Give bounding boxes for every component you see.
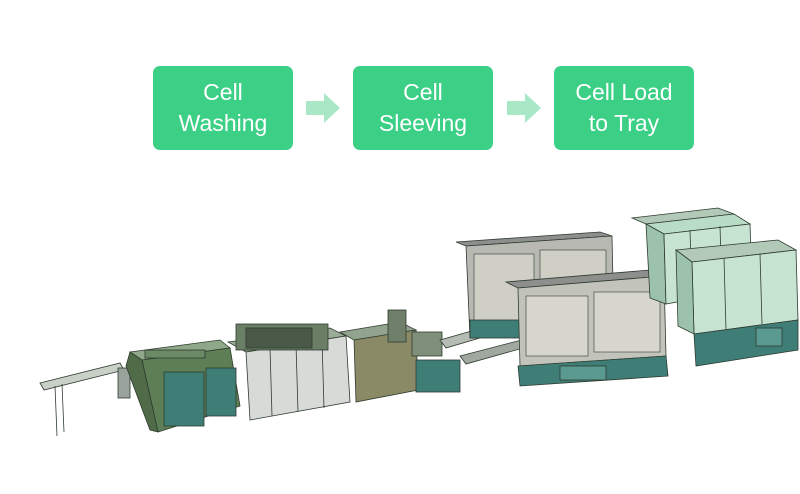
- tray-loader-front: [674, 239, 799, 367]
- production-line-illustration: [39, 207, 799, 437]
- sleeving-cabinet: [338, 309, 461, 403]
- step-cell-sleeving: Cell Sleeving: [353, 66, 493, 150]
- step-label: Cell Sleeving: [378, 79, 468, 136]
- step-cell-washing: Cell Washing: [153, 66, 293, 150]
- sleeving-feed-cabinet: [226, 323, 351, 421]
- step-label: Cell Washing: [178, 79, 268, 136]
- step-label: Cell Load to Tray: [575, 79, 673, 136]
- right-arrow-icon: [507, 93, 541, 123]
- step-cell-load-to-tray: Cell Load to Tray: [554, 66, 694, 150]
- infeed-conveyor: [39, 362, 131, 437]
- sleeving-machine-front: [504, 269, 669, 387]
- right-arrow-icon: [306, 93, 340, 123]
- washing-unit: [125, 339, 241, 433]
